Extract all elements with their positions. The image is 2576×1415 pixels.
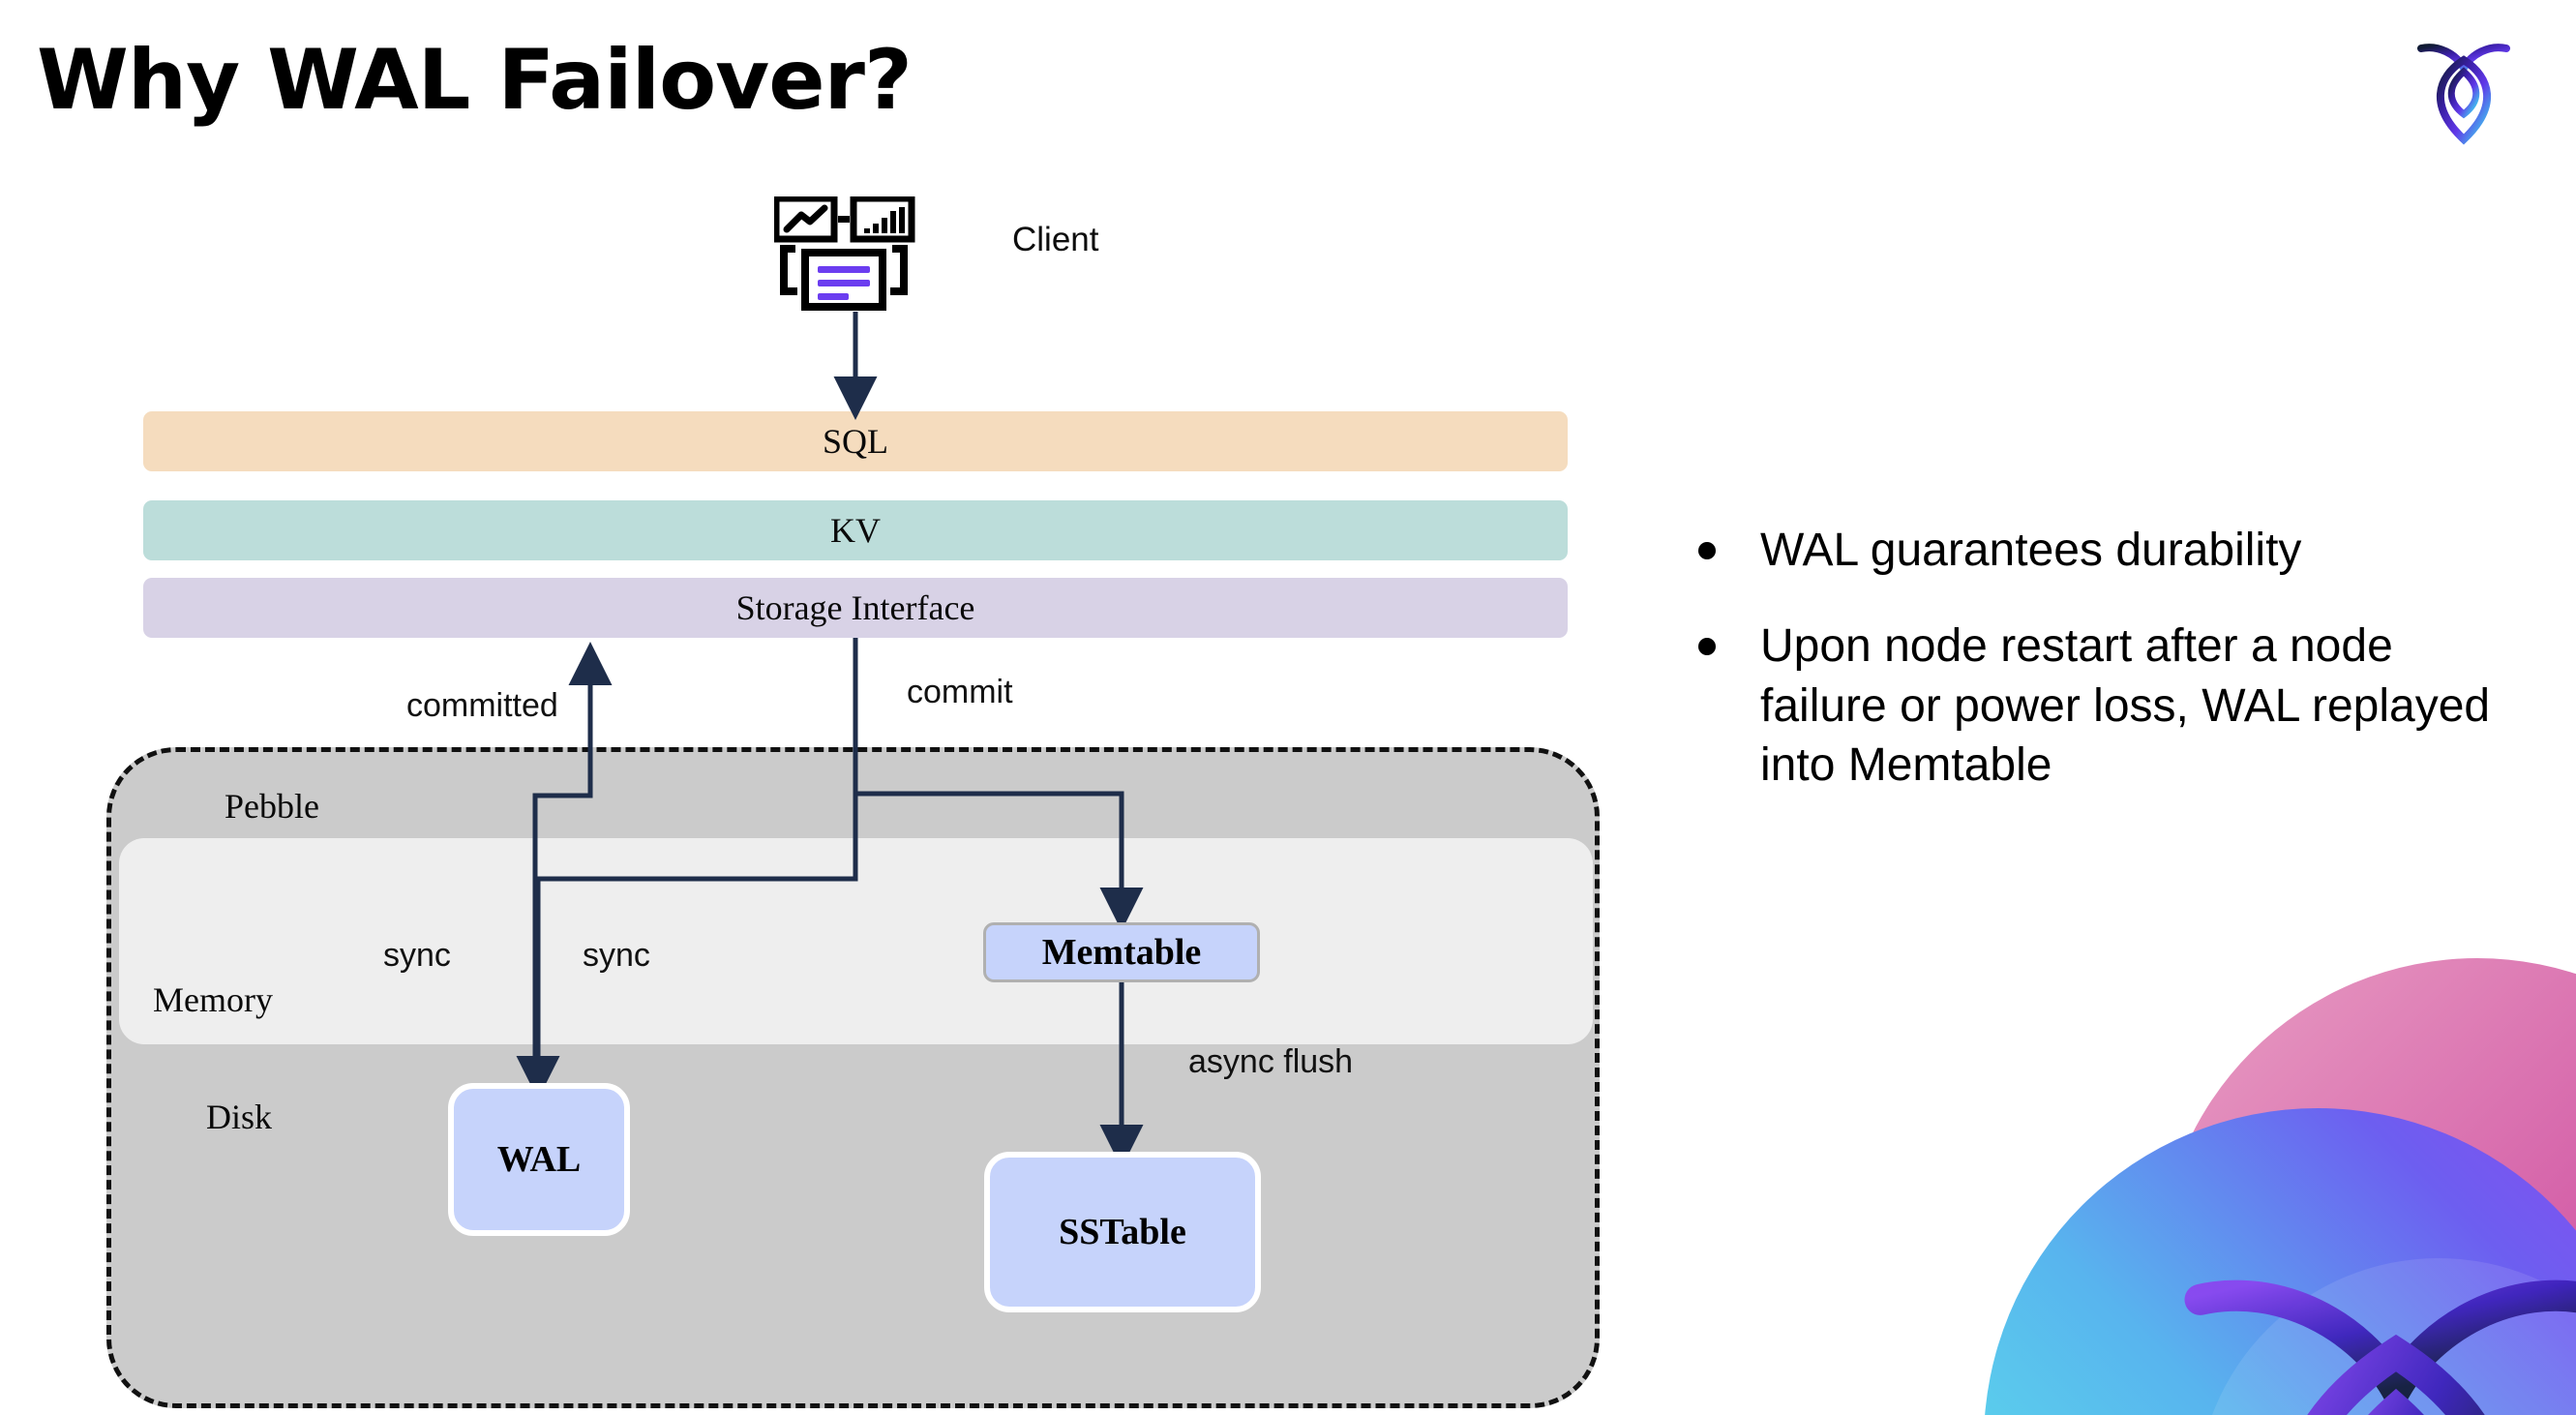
node-label-memtable: Memtable [1041, 932, 1202, 973]
layer-label-sql: SQL [822, 422, 888, 461]
edge-label-sync-left: sync [383, 937, 451, 974]
bullet-list: WAL guarantees durability Upon node rest… [1698, 521, 2521, 832]
bullet-dot-icon [1698, 638, 1716, 656]
edge-label-async-flush: async flush [1188, 1043, 1354, 1080]
node-wal: WAL [448, 1083, 630, 1236]
client-label: Client [1012, 221, 1099, 258]
bullet-text: Upon node restart after a node failure o… [1760, 620, 2491, 792]
edge-sync-to-wal [516, 638, 858, 1100]
disk-label: Disk [206, 1098, 273, 1136]
client-dashboard-icon [772, 195, 929, 313]
bullet-dot-icon [1698, 542, 1716, 559]
pebble-label: Pebble [225, 787, 319, 826]
memory-label: Memory [153, 980, 273, 1019]
list-item: WAL guarantees durability [1698, 521, 2521, 580]
node-sstable: SSTable [984, 1152, 1261, 1312]
node-label-sstable: SSTable [1059, 1212, 1186, 1252]
edge-committed-to-storage [532, 641, 613, 1083]
node-label-wal: WAL [496, 1139, 582, 1180]
edge-label-committed: committed [406, 687, 558, 724]
cockroachdb-logo [2406, 31, 2522, 147]
layer-label-storage: Storage Interface [735, 588, 975, 627]
layer-bar-kv: KV [143, 500, 1568, 560]
edge-label-commit: commit [907, 674, 1013, 710]
page-title: Why WAL Failover? [37, 32, 913, 129]
list-item: Upon node restart after a node failure o… [1698, 617, 2521, 795]
layer-bar-storage-interface: Storage Interface [143, 578, 1568, 638]
layer-label-kv: KV [830, 511, 881, 550]
edge-label-sync-right: sync [583, 937, 650, 974]
layer-bar-sql: SQL [143, 411, 1568, 471]
bullet-text: WAL guarantees durability [1760, 525, 2302, 576]
node-memtable: Memtable [983, 922, 1260, 982]
